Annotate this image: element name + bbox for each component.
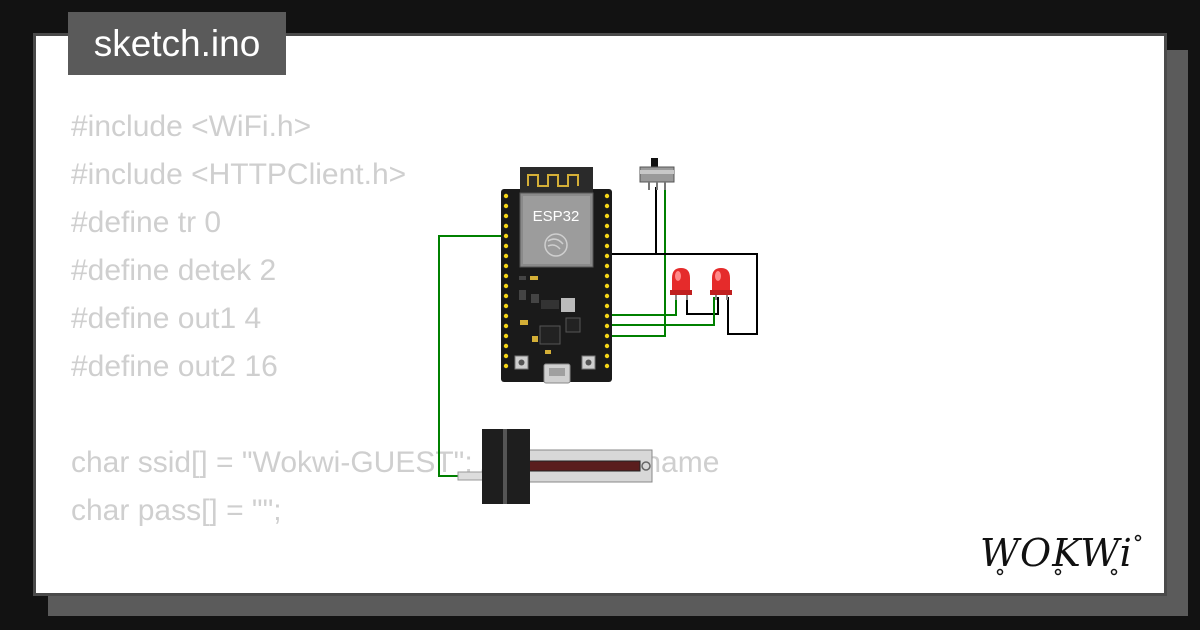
wire-led1 [610, 297, 677, 316]
espressif-logo-icon [544, 233, 568, 257]
code-line-9: char pass[] = ""; [71, 494, 282, 527]
module-shield-inner [523, 196, 590, 264]
wokwi-logo-text: WOKWi [980, 531, 1133, 575]
led-red-1[interactable] [670, 268, 692, 300]
switch-pin-2 [656, 182, 658, 190]
pot-slot [527, 460, 641, 472]
wire-switch-right [610, 187, 666, 337]
wire-ground [610, 253, 758, 335]
pins-right [604, 193, 610, 369]
switch-pin-3 [664, 182, 666, 190]
code-line-4: #define detek 2 [71, 254, 277, 287]
wire-pot-pin [457, 471, 485, 481]
switch-body [639, 166, 675, 183]
wokwi-logo-icon: WOKWi [980, 531, 1142, 576]
wire-led2 [610, 297, 715, 326]
switch-highlight [640, 170, 674, 174]
pot-screw [641, 461, 651, 471]
code-background: #include <WiFi.h> #include <HTTPClient.h>… [71, 103, 815, 593]
slide-switch[interactable] [639, 158, 675, 190]
wire-led1-cathode [686, 297, 719, 315]
pot-knob-groove [503, 429, 507, 504]
antenna [520, 167, 593, 193]
pins-left [503, 193, 509, 369]
esp32-board[interactable]: ESP32 [501, 167, 612, 384]
code-line-3: #define tr 0 [71, 206, 222, 239]
led-red-2[interactable] [710, 268, 732, 300]
file-tab: sketch.ino [68, 12, 286, 75]
code-line-11: " [71, 583, 815, 593]
switch-knob [651, 158, 658, 168]
wire-switch-left [610, 187, 657, 255]
antenna-trace [527, 174, 579, 187]
code-line-1: #include <WiFi.h> [71, 110, 312, 143]
switch-pin-1 [648, 182, 650, 190]
code-line-5: #define out1 4 [71, 302, 262, 335]
code-line-2: #include <HTTPClient.h> [71, 158, 407, 191]
code-line-6: #define out2 16 [71, 350, 278, 383]
board-label: ESP32 [533, 208, 580, 225]
slide-potentiometer[interactable] [482, 429, 653, 504]
board-components [514, 276, 596, 384]
